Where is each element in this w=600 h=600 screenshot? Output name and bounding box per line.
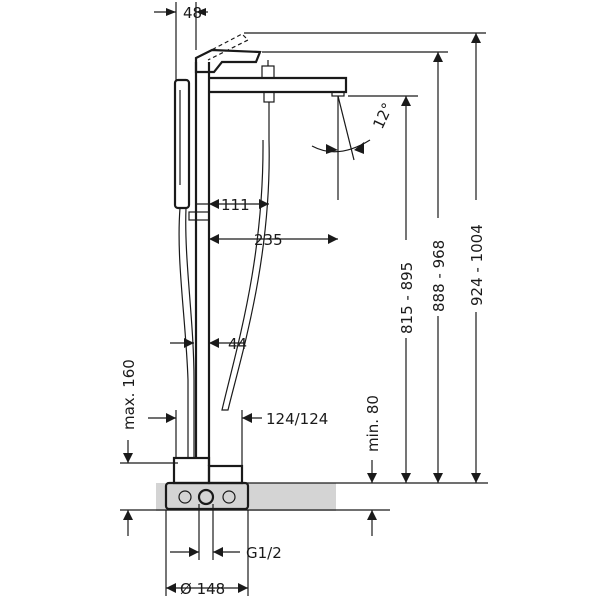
angle-indicator: 12° [311, 95, 397, 200]
dim-815-label: 815 - 895 [398, 262, 416, 334]
connection-circle-center [197, 488, 215, 506]
hose-connector [263, 91, 275, 103]
dim-924-label-bg [467, 200, 485, 312]
dim-44-arrow-left [184, 338, 194, 348]
dim-924-arrow-bottom [471, 473, 481, 483]
connection-circle-left [178, 490, 192, 504]
angle-label: 12° [369, 100, 397, 132]
handle-lever-raised [199, 33, 250, 61]
dim-g12: G1/2 [170, 504, 282, 562]
dim-815-label-bg [397, 240, 415, 338]
base-cover-right [207, 464, 244, 485]
dim-235-label: 235 [254, 231, 283, 249]
dim-235: 235 [209, 231, 338, 249]
dim-148: Ø 148 [165, 510, 249, 598]
dim-815-arrow-bottom [401, 473, 411, 483]
base-connection-block [164, 456, 250, 511]
floor-section [120, 462, 488, 511]
dim-148-arrow-left [166, 583, 176, 593]
dim-min-80: min. 80 [364, 395, 382, 536]
dim-48-arrow-left [166, 8, 176, 16]
dim-g12-arrow-right [213, 547, 223, 557]
spout-outlet [331, 91, 345, 97]
dim-111-arrow-left [209, 199, 219, 209]
hand-shower [173, 78, 210, 458]
dim-min-80-arrow-bottom [367, 510, 377, 520]
dim-148-label: Ø 148 [180, 580, 225, 598]
dim-924-1004: 924 - 1004 [244, 32, 486, 483]
dim-815-895: 815 - 895 [348, 95, 418, 483]
dim-min-80-arrow-top [367, 473, 377, 483]
diverter-knob [261, 65, 275, 79]
dim-148-arrow-right [238, 583, 248, 593]
dim-44-label: 44 [228, 335, 247, 353]
base-cover [172, 456, 211, 485]
dim-48: 48 [154, 2, 208, 80]
dim-815-arrow-top [401, 96, 411, 106]
angle-arrow-right [354, 142, 364, 154]
hose-curve [221, 139, 270, 411]
dim-888-arrow-bottom [433, 473, 443, 483]
handle-lever [194, 48, 262, 74]
dim-124: 124/124 [148, 410, 328, 466]
dim-888-label-bg [429, 218, 447, 316]
angle-arc [311, 139, 371, 153]
dim-924-label: 924 - 1004 [468, 224, 486, 306]
dim-44: 44 [170, 335, 247, 353]
dim-124-arrow-right [242, 413, 252, 423]
hand-shower-holder [188, 211, 210, 221]
dim-max-160-arrow-bottom [123, 510, 133, 520]
spout [209, 76, 348, 94]
shower-hose [178, 207, 195, 458]
dim-44-arrow-right [209, 338, 219, 348]
dim-111-arrow-right [259, 199, 269, 209]
dim-924-arrow-top [471, 33, 481, 43]
dim-max-160-arrow-top [123, 453, 133, 463]
mixer-column [194, 33, 348, 466]
dim-888-label: 888 - 968 [430, 240, 448, 312]
dim-g12-arrow-left [189, 547, 199, 557]
dim-124-arrow-left [166, 413, 176, 423]
dim-g12-label: G1/2 [246, 544, 282, 562]
angle-arrow-left [326, 144, 338, 154]
hand-shower-body [173, 78, 191, 210]
dim-235-arrow-left [209, 234, 219, 244]
floor-fill [156, 483, 336, 511]
dim-888-968: 888 - 968 [262, 51, 448, 483]
dim-max-160-label: max. 160 [120, 359, 138, 430]
dim-235-arrow-right [328, 234, 338, 244]
dim-48-label: 48 [183, 4, 202, 22]
dim-124-label: 124/124 [266, 410, 328, 428]
dim-max-160: max. 160 [120, 359, 138, 536]
dim-111: 111 [196, 196, 269, 214]
dim-888-arrow-top [433, 52, 443, 62]
dim-111-label: 111 [221, 196, 250, 214]
dim-min-80-label: min. 80 [364, 395, 382, 452]
connection-circle-right [222, 490, 236, 504]
